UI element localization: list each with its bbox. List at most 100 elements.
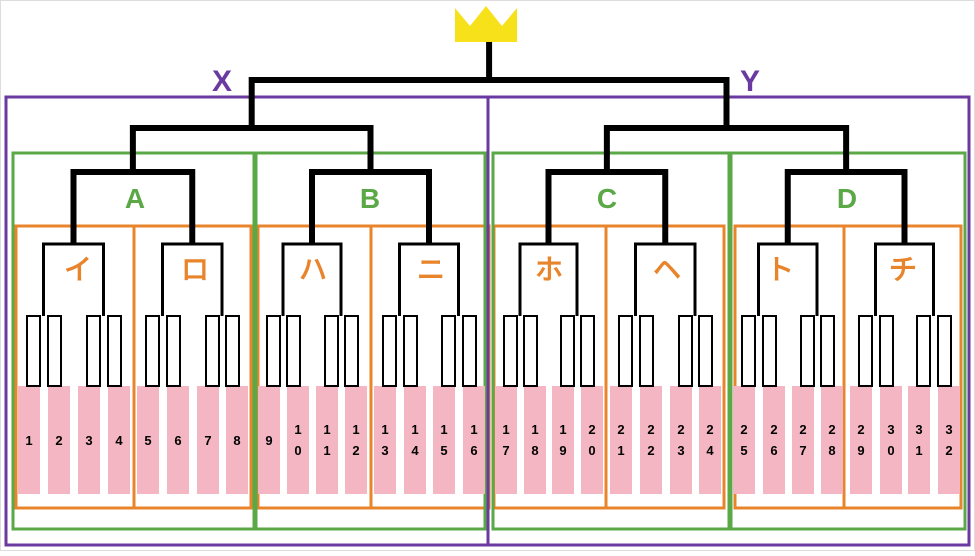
entry-slot-21 <box>610 386 632 494</box>
block-label: A <box>125 183 145 214</box>
entry-number-digit: 2 <box>770 422 777 437</box>
first-round-box <box>937 315 952 387</box>
first-round-box <box>344 315 359 387</box>
first-round-box <box>47 315 62 387</box>
entry-slot-22 <box>640 386 662 494</box>
half-label: X <box>212 65 232 98</box>
entry-number-digit: 6 <box>770 443 777 458</box>
entry-number-digit: 2 <box>740 422 747 437</box>
entry-number-digit: 3 <box>677 443 684 458</box>
entry-number-8: 8 <box>233 433 240 448</box>
first-round-box <box>639 315 654 387</box>
sub-block-label: イ <box>64 254 92 285</box>
first-round-box <box>618 315 633 387</box>
entry-number-digit: 9 <box>857 443 864 458</box>
first-round-line <box>858 315 873 386</box>
entry-number-9: 9 <box>265 433 272 448</box>
entry-number-digit: 4 <box>706 443 714 458</box>
first-round-line <box>26 315 41 386</box>
first-round-box <box>858 315 873 387</box>
first-round-box <box>286 315 301 387</box>
entry-number-digit: 1 <box>381 422 388 437</box>
first-round-line <box>145 315 160 386</box>
entry-number-digit: 8 <box>531 443 538 458</box>
entry-number-digit: 3 <box>381 443 388 458</box>
entry-slot-17 <box>495 386 517 494</box>
entry-slot-20 <box>581 386 603 494</box>
half-bracket <box>603 125 850 172</box>
entry-slot-14 <box>404 386 426 494</box>
entry-number-digit: 0 <box>588 443 595 458</box>
entry-number-digit: 5 <box>740 443 747 458</box>
entry-number-digit: 1 <box>352 422 359 437</box>
first-round-box <box>266 315 281 387</box>
entry-number-digit: 6 <box>470 443 477 458</box>
entry-number-digit: 2 <box>945 443 952 458</box>
entry-number-digit: 8 <box>828 443 835 458</box>
first-round-box <box>800 315 815 387</box>
entry-slot-1 <box>18 386 40 494</box>
sub-block-label: ト <box>766 254 794 285</box>
entry-slot-32 <box>938 386 960 494</box>
sub-block-label: ニ <box>417 254 445 285</box>
entry-slot-2 <box>48 386 70 494</box>
entry-slot-6 <box>167 386 189 494</box>
first-round-box <box>382 315 397 387</box>
entry-number-digit: 1 <box>617 443 624 458</box>
first-round-box <box>462 315 477 387</box>
block-label: D <box>837 183 857 214</box>
first-round-box <box>107 315 122 387</box>
entry-slot-3 <box>78 386 100 494</box>
entry-number-digit: 4 <box>411 443 419 458</box>
sub-block-label: チ <box>889 254 917 285</box>
entry-slot-29 <box>850 386 872 494</box>
entry-number-2: 2 <box>55 433 62 448</box>
entry-number-digit: 2 <box>647 443 654 458</box>
entry-number-7: 7 <box>204 433 211 448</box>
entry-number-digit: 2 <box>588 422 595 437</box>
first-round-box <box>678 315 693 387</box>
entry-number-digit: 2 <box>617 422 624 437</box>
entry-slot-5 <box>137 386 159 494</box>
entry-number-digit: 1 <box>559 422 566 437</box>
entry-number-digit: 1 <box>323 422 330 437</box>
entry-slot-9 <box>258 386 280 494</box>
entry-slot-10 <box>287 386 309 494</box>
entry-slot-28 <box>821 386 843 494</box>
first-round-box <box>403 315 418 387</box>
entry-number-digit: 3 <box>945 422 952 437</box>
entry-slot-12 <box>345 386 367 494</box>
entry-number-digit: 9 <box>559 443 566 458</box>
first-round-line <box>678 315 693 386</box>
entry-slot-27 <box>792 386 814 494</box>
entry-slot-31 <box>908 386 930 494</box>
first-round-line <box>618 315 633 386</box>
entry-number-1: 1 <box>25 433 32 448</box>
entry-number-digit: 1 <box>411 422 418 437</box>
slots-layer <box>18 386 960 494</box>
crown-layer <box>455 6 517 42</box>
entry-number-digit: 7 <box>799 443 806 458</box>
first-round-box <box>503 315 518 387</box>
entry-number-6: 6 <box>174 433 181 448</box>
entry-number-digit: 3 <box>887 422 894 437</box>
first-round-box <box>560 315 575 387</box>
entry-slot-4 <box>108 386 130 494</box>
entry-number-digit: 1 <box>915 443 922 458</box>
first-round-box <box>580 315 595 387</box>
first-round-box <box>205 315 220 387</box>
sub-block-label: ヘ <box>653 254 681 285</box>
entry-slot-11 <box>316 386 338 494</box>
entry-slot-13 <box>374 386 396 494</box>
first-round-line <box>324 315 339 386</box>
